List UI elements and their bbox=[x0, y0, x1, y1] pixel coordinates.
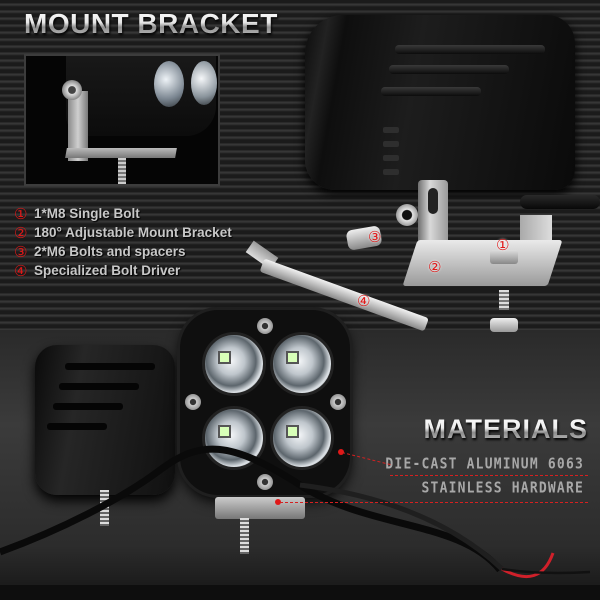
feature-label: Specialized Bolt Driver bbox=[34, 263, 181, 278]
number-badge: ③ bbox=[14, 242, 28, 261]
hex-nut bbox=[490, 318, 518, 332]
heat-sink-fin bbox=[381, 87, 481, 96]
light-side-view bbox=[35, 345, 175, 495]
bolt-icon bbox=[62, 80, 82, 100]
feature-item: ③ 2*M6 Bolts and spacers bbox=[14, 242, 232, 261]
heat-sink-fin bbox=[47, 423, 107, 430]
bracket-foot bbox=[65, 148, 177, 158]
feature-label: 1*M8 Single Bolt bbox=[34, 206, 140, 221]
stud-bolt bbox=[240, 518, 249, 554]
stud-bolt bbox=[118, 158, 126, 184]
m8-bolt-stem bbox=[499, 290, 509, 310]
led-chip bbox=[218, 351, 231, 364]
heat-sink-fin bbox=[395, 45, 545, 54]
led-chip bbox=[286, 425, 299, 438]
feature-list: ① 1*M8 Single Bolt ② 180° Adjustable Mou… bbox=[14, 204, 232, 280]
led-chip bbox=[218, 425, 231, 438]
heat-sink-fin bbox=[59, 383, 139, 390]
feature-label: 2*M6 Bolts and spacers bbox=[34, 244, 186, 259]
feature-item: ④ Specialized Bolt Driver bbox=[14, 261, 232, 280]
lens-icon bbox=[191, 61, 217, 105]
callout-line bbox=[390, 475, 588, 476]
material-line-aluminum: DIE-CAST ALUMINUM 6063 bbox=[385, 455, 584, 474]
callout-dot bbox=[338, 449, 344, 455]
heat-sink-fin bbox=[53, 403, 123, 410]
feature-item: ① 1*M8 Single Bolt bbox=[14, 204, 232, 223]
led-lens-icon bbox=[270, 332, 334, 396]
bottom-band bbox=[0, 585, 600, 600]
housing-notch bbox=[383, 155, 399, 161]
lens-icon bbox=[154, 61, 184, 107]
bracket-base bbox=[402, 240, 563, 286]
screw-icon bbox=[330, 394, 346, 410]
number-badge: ① bbox=[14, 204, 28, 223]
materials-title: MATERIALS bbox=[423, 414, 588, 444]
stud-bolt bbox=[100, 490, 109, 526]
power-cable bbox=[520, 195, 600, 209]
light-housing-rear-view bbox=[305, 15, 585, 195]
page-title: MOUNT BRACKET bbox=[24, 8, 278, 39]
bracket-arm bbox=[68, 91, 88, 161]
callout-4: ④ bbox=[357, 292, 371, 310]
heat-sink-fin bbox=[65, 363, 155, 370]
screw-icon bbox=[257, 474, 273, 490]
heat-sink-fin bbox=[389, 65, 509, 74]
led-lens-icon bbox=[202, 332, 266, 396]
feature-label: 180° Adjustable Mount Bracket bbox=[34, 225, 232, 240]
number-badge: ④ bbox=[14, 261, 28, 280]
callout-line bbox=[280, 502, 588, 503]
led-lens-icon bbox=[270, 406, 334, 470]
mount-bracket-lower bbox=[215, 497, 305, 519]
material-line-hardware: STAINLESS HARDWARE bbox=[421, 479, 584, 498]
washer-icon bbox=[396, 204, 418, 226]
screw-icon bbox=[257, 318, 273, 334]
callout-1: ① bbox=[496, 236, 510, 254]
light-housing bbox=[66, 56, 216, 136]
callout-3: ③ bbox=[368, 228, 382, 246]
housing-notch bbox=[383, 127, 399, 133]
led-chip bbox=[286, 351, 299, 364]
bracket-detail-inset-photo bbox=[24, 54, 220, 186]
m8-bolt-head bbox=[490, 250, 518, 264]
screw-icon bbox=[185, 394, 201, 410]
light-front-view bbox=[180, 310, 350, 495]
feature-item: ② 180° Adjustable Mount Bracket bbox=[14, 223, 232, 242]
housing-notch bbox=[383, 141, 399, 147]
number-badge: ② bbox=[14, 223, 28, 242]
housing-notch bbox=[383, 169, 399, 175]
callout-dot bbox=[275, 499, 281, 505]
led-lens-icon bbox=[202, 406, 266, 470]
callout-2: ② bbox=[428, 258, 442, 276]
housing-body bbox=[305, 15, 575, 190]
bracket-slot bbox=[428, 188, 438, 214]
